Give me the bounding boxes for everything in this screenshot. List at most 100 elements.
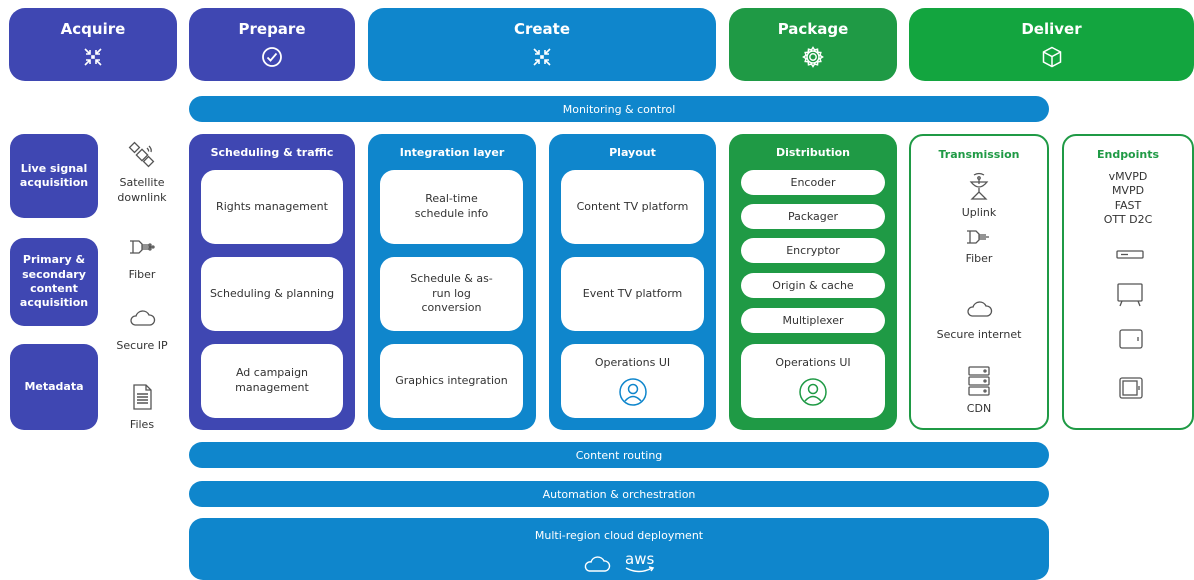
stage-package-label: Package (777, 20, 849, 38)
metadata-label: Metadata (24, 379, 84, 393)
integration-card: Graphics integration (380, 344, 523, 418)
collapse-arrows-icon (533, 48, 551, 66)
scheduling-card-label: Scheduling & planning (209, 286, 335, 300)
automation-label: Automation & orchestration (542, 487, 696, 501)
monitor-icon (1119, 377, 1143, 399)
transmission-column: Transmission Uplink Fiber Secure interne… (909, 134, 1049, 430)
integration-card-label: Real-time schedule info (414, 192, 489, 220)
playout-card: Content TV platform (561, 170, 704, 244)
playout-card-label: Event TV platform (582, 286, 683, 300)
distribution-pill: Encoder (741, 170, 885, 195)
integration-column: Integration layer Real-time schedule inf… (368, 134, 536, 430)
scheduling-column: Scheduling & traffic Rights management S… (189, 134, 355, 430)
source-files: Files (108, 382, 176, 433)
playout-card-label: Content TV platform (576, 199, 689, 213)
playout-title: Playout (609, 146, 656, 159)
scheduling-card: Rights management (201, 170, 343, 244)
cloud-deployment-bar: Multi-region cloud deployment aws (189, 518, 1049, 580)
distribution-pill-label: Origin & cache (772, 279, 854, 292)
scheduling-card-label: Ad campaign management (235, 366, 309, 394)
monitoring-label: Monitoring & control (562, 102, 676, 116)
playout-ops-card: Operations UI (561, 344, 704, 418)
playout-ops-label: Operations UI (594, 356, 671, 369)
aws-label: aws (625, 550, 655, 568)
distribution-pill-label: Multiplexer (782, 314, 844, 327)
set-top-box-icon (1116, 250, 1144, 259)
source-satellite-label: Satellite downlink (117, 176, 167, 204)
endpoints-list: vMVPD MVPD FAST OTT D2C (1064, 170, 1192, 227)
distribution-pill-label: Encoder (790, 176, 836, 189)
stage-create: Create (368, 8, 716, 81)
cloud-icon (967, 301, 993, 317)
distribution-pill: Origin & cache (741, 273, 885, 298)
stage-package: Package (729, 8, 897, 81)
distribution-pill: Multiplexer (741, 308, 885, 333)
distribution-ops-card: Operations UI (741, 344, 885, 418)
box-icon (1042, 46, 1061, 68)
stage-prepare-label: Prepare (238, 20, 306, 38)
distribution-pill-label: Encryptor (786, 244, 840, 257)
cloud-deployment-label: Multi-region cloud deployment (534, 529, 704, 542)
scheduling-title: Scheduling & traffic (210, 146, 334, 159)
transmission-cdn: CDN (911, 364, 1047, 415)
aws-smile-icon (625, 566, 655, 573)
fiber-icon (130, 240, 155, 254)
endpoint-item: MVPD (1111, 184, 1145, 198)
live-signal-box: Live signal acquisition (10, 134, 98, 218)
transmission-cdn-label: CDN (966, 402, 992, 415)
cloud-icon (584, 556, 611, 572)
content-acquisition-label: Primary & secondary content acquisition (19, 253, 89, 310)
endpoint-item: OTT D2C (1103, 212, 1153, 226)
endpoint-item: vMVPD (1108, 170, 1148, 183)
scheduling-card: Ad campaign management (201, 344, 343, 418)
automation-bar: Automation & orchestration (189, 481, 1049, 507)
user-circle-icon (618, 378, 647, 406)
integration-card-label: Schedule & as-run log conversion (410, 271, 493, 315)
stage-acquire-label: Acquire (60, 20, 126, 38)
source-secure-ip: Secure IP (108, 303, 176, 354)
distribution-pill: Packager (741, 204, 885, 229)
monitoring-bar: Monitoring & control (189, 96, 1049, 122)
stage-acquire: Acquire (9, 8, 177, 81)
stage-prepare: Prepare (189, 8, 355, 81)
playout-column: Playout Content TV platform Event TV pla… (549, 134, 716, 430)
user-circle-icon (799, 378, 827, 406)
transmission-uplink: Uplink (911, 172, 1047, 219)
satellite-icon (128, 141, 155, 168)
server-stack-icon (968, 366, 990, 396)
content-routing-label: Content routing (575, 448, 663, 462)
transmission-fiber-label: Fiber (965, 252, 993, 265)
stage-deliver: Deliver (909, 8, 1194, 81)
uplink-dish-icon (969, 172, 989, 200)
content-acquisition-box: Primary & secondary content acquisition (10, 238, 98, 326)
playout-card: Event TV platform (561, 257, 704, 331)
endpoint-item: FAST (1114, 198, 1142, 212)
scheduling-card-label: Rights management (216, 199, 328, 213)
source-secure-ip-label: Secure IP (116, 339, 168, 352)
stage-deliver-label: Deliver (1021, 20, 1082, 38)
integration-card-label: Graphics integration (395, 373, 508, 387)
distribution-ops-label: Operations UI (775, 356, 851, 369)
live-signal-label: Live signal acquisition (19, 161, 89, 189)
scheduling-card: Scheduling & planning (201, 257, 343, 331)
endpoints-title: Endpoints (1096, 148, 1160, 161)
transmission-secure-internet: Secure internet (911, 294, 1047, 341)
content-routing-bar: Content routing (189, 442, 1049, 468)
transmission-fiber: Fiber (911, 226, 1047, 265)
distribution-pill: Encryptor (741, 238, 885, 263)
source-satellite: Satellite downlink (108, 140, 176, 206)
tablet-icon (1119, 329, 1143, 349)
stage-create-label: Create (513, 20, 571, 38)
file-icon (133, 384, 152, 410)
aws-logo: aws (625, 550, 655, 573)
tv-icon (1117, 283, 1143, 307)
transmission-title: Transmission (938, 148, 1020, 161)
check-circle-icon (262, 47, 282, 67)
source-files-label: Files (129, 418, 155, 431)
collapse-arrows-icon (84, 48, 102, 66)
fiber-icon (967, 230, 989, 244)
distribution-pill-label: Packager (787, 210, 839, 223)
cloud-icon (130, 310, 156, 326)
source-fiber: Fiber (108, 232, 176, 283)
integration-card: Schedule & as-run log conversion (380, 257, 523, 331)
